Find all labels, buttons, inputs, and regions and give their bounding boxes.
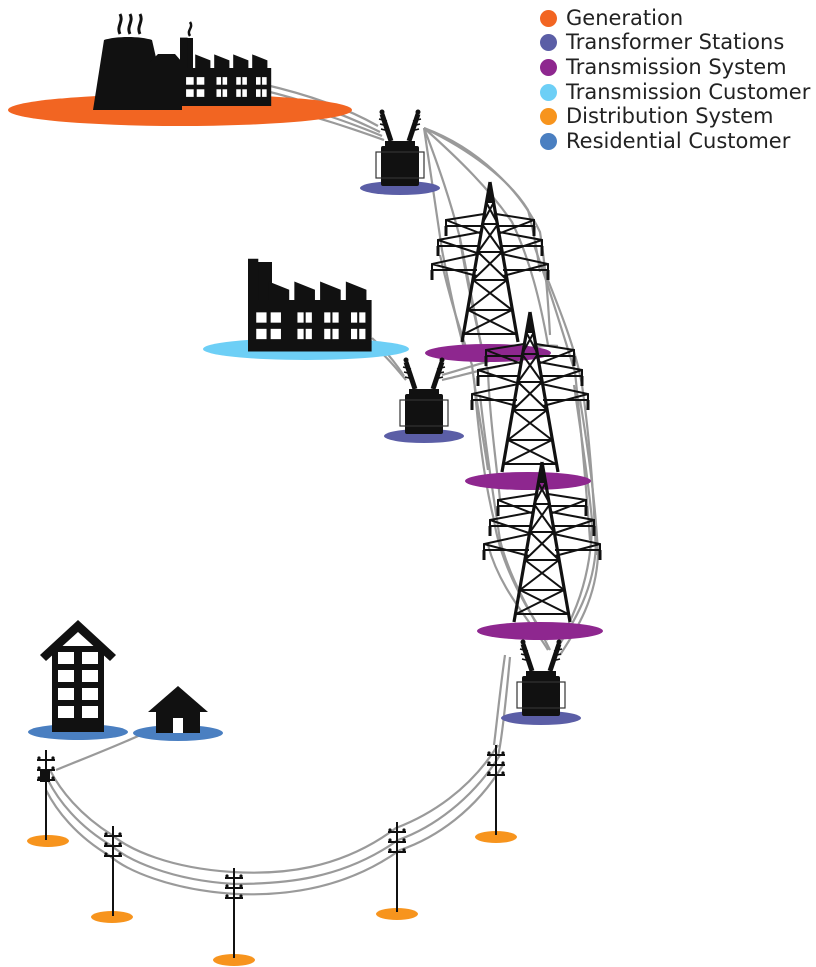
generation-dot-icon [540,9,557,27]
legend-label: Transformer Stations [566,30,785,55]
transformer-pad-3 [501,711,581,725]
utility-pole-icon-1 [36,749,56,841]
transformer-pad-1 [360,181,440,195]
transmission-customer-dot-icon [540,83,557,101]
transformer-pad-2 [384,429,464,443]
transformer-station-dot-icon [540,34,557,52]
transmission-pad-2 [465,472,591,490]
transformer-icon-1 [376,110,424,187]
power-plant-icon [93,13,272,110]
transmission-pad-1 [425,344,551,362]
transmission-system-dot-icon [540,58,557,76]
legend-label: Transmission Customer [566,79,811,104]
legend-item-transmission-system: Transmission System [540,55,810,80]
legend-label: Generation [566,5,684,30]
legend-label: Transmission System [566,54,787,79]
factory-icon [248,258,372,352]
legend-item-transformer-stations: Transformer Stations [540,31,810,56]
distribution-system-dot-icon [540,108,557,126]
transformer-icon-3 [517,640,565,717]
legend-item-residential-customer: Residential Customer [540,129,810,154]
utility-pole-icon-3 [224,867,244,959]
distribution-pad-2 [91,911,133,923]
distribution-lines [45,654,512,896]
residential-customer-dot-icon [540,132,557,150]
distribution-pad-5 [475,831,517,843]
legend-item-transmission-customer: Transmission Customer [540,80,810,105]
distribution-pad-4 [376,908,418,920]
legend-label: Residential Customer [566,128,791,153]
utility-pole-icon-4 [387,821,407,913]
transmission-pad-3 [477,622,603,640]
house-icon [148,686,208,733]
legend-label: Distribution System [566,104,774,129]
apartment-building-icon [40,620,116,732]
distribution-pad-1 [27,835,69,847]
distribution-pad-3 [213,954,255,966]
legend-item-distribution-system: Distribution System [540,104,810,129]
transformer-icon-2 [400,358,448,435]
legend: Generation Transformer Stations Transmis… [540,6,810,154]
legend-item-generation: Generation [540,6,810,31]
